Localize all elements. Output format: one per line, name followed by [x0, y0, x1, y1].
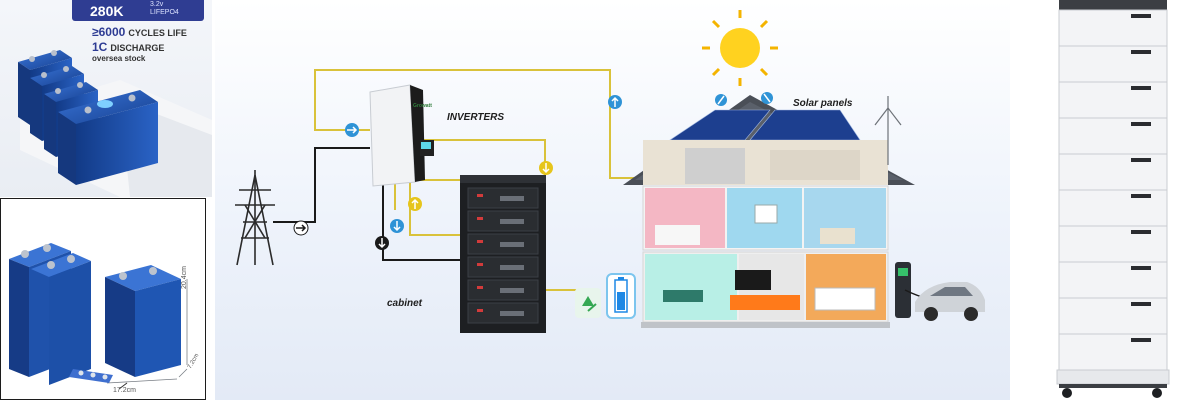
flow-arrow-icon: [408, 197, 422, 211]
flow-arrow-icon: [608, 95, 622, 109]
inverter-unit: [369, 84, 434, 187]
inverter-brand-label: Growatt: [413, 103, 432, 109]
cell-stack-image: [18, 50, 212, 197]
cycles-value: 6000: [98, 25, 126, 39]
flow-arrow-icon: [715, 94, 727, 106]
flow-arrow-icon: [761, 92, 773, 104]
voltage-label: 3.2v: [150, 1, 164, 8]
battery-stack-image: [1056, 0, 1170, 398]
flow-arrow-icon: [390, 219, 404, 233]
flow-arrow-icon: [375, 236, 389, 250]
cycles-text: CYCLES LIFE: [128, 28, 187, 38]
recycle-icon: [575, 288, 601, 318]
cell-spec: 3.2v LIFEPO4: [150, 1, 179, 17]
power-pylon-icon: [235, 170, 275, 266]
battery-cabinet: [460, 175, 546, 333]
diagram-canvas: [235, 10, 985, 333]
flow-arrow-icon: [345, 123, 359, 137]
capacity-label: 280K: [90, 3, 124, 19]
discharge-text: DISCHARGE: [110, 43, 165, 53]
solar-panel-array: [669, 109, 861, 141]
wire-inverter-solar: [314, 69, 645, 179]
dimension-height: 20.4cm: [181, 266, 188, 289]
cell-dimension-image: [9, 243, 188, 390]
inverters-label: INVERTERS: [447, 112, 505, 123]
battery-level-icon: [606, 273, 636, 319]
discharge-rate: 1C: [92, 40, 108, 54]
stock-note: oversea stock: [92, 54, 146, 63]
house: [623, 95, 915, 328]
solar-panels-label: Solar panels: [793, 98, 853, 109]
cycles-line: ≥6000 CYCLES LIFE: [92, 25, 187, 39]
product-panel-top: 280K 3.2v LIFEPO4 ≥6000 CYCLES LIFE 1C D…: [0, 0, 212, 197]
wind-turbine-icon: [874, 96, 902, 165]
flow-arrow-icon: [539, 161, 553, 175]
dimension-width: 17.2cm: [113, 387, 136, 394]
chemistry-label: LIFEPO4: [150, 9, 179, 16]
battery-stack-product: [1053, 0, 1173, 400]
cycles-prefix: ≥: [92, 25, 99, 39]
electric-car-icon: [915, 282, 985, 321]
spec-banner: [72, 0, 204, 21]
product-panel-bottom: 20.4cm 17.2cm 7.2cm: [0, 198, 206, 400]
discharge-line: 1C DISCHARGE: [92, 40, 164, 54]
flow-arrow-icon: [293, 220, 309, 236]
sun-icon: [702, 10, 778, 86]
cabinet-label: cabinet: [387, 298, 423, 309]
solar-system-diagram: Growatt INVERTERS Solar panels cabinet: [215, 0, 1010, 400]
